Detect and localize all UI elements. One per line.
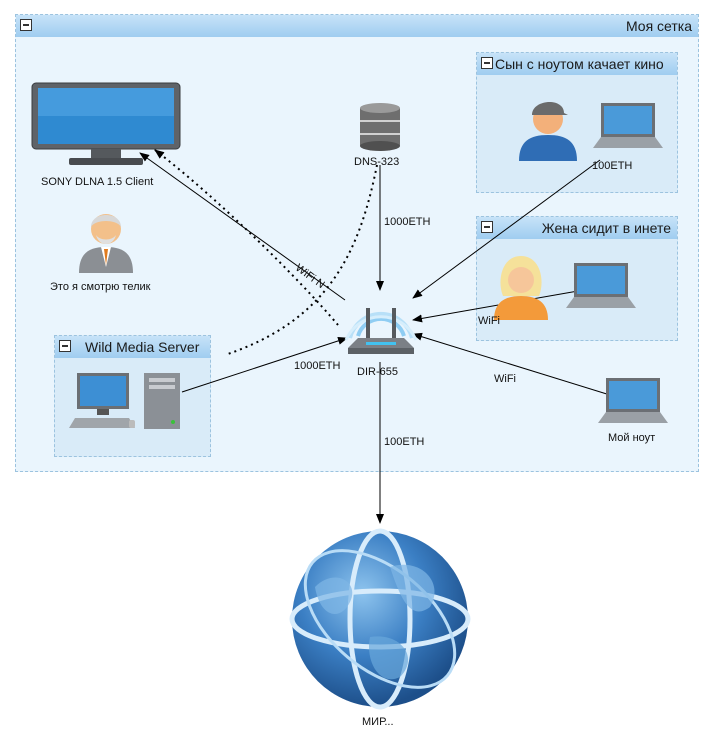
- collapse-toggle[interactable]: [59, 340, 71, 352]
- edge-label-son: 100ETH: [592, 160, 633, 172]
- edge-server-router: [181, 336, 348, 393]
- tv-label: SONY DLNA 1.5 Client: [41, 176, 154, 188]
- globe-icon[interactable]: [280, 527, 480, 712]
- edge-son-router: [412, 159, 601, 299]
- laptop-icon[interactable]: [593, 102, 663, 150]
- edge-router-tv: [139, 152, 346, 301]
- collapse-toggle[interactable]: [481, 57, 493, 69]
- edge-mylaptop-router: [412, 332, 611, 396]
- database-icon[interactable]: [359, 102, 401, 152]
- elderly-man-icon: [79, 214, 133, 273]
- edge-label-world: 100ETH: [384, 436, 425, 448]
- group-header: Жена сидит в инете: [477, 217, 677, 239]
- collapse-toggle[interactable]: [481, 221, 493, 233]
- edge-label-server: 1000ETH: [294, 360, 341, 372]
- edge-label-nas: 1000ETH: [384, 216, 431, 228]
- group-title-server: Wild Media Server: [85, 339, 200, 355]
- group-title-son: Сын с ноутом качает кино: [495, 56, 664, 72]
- nas-label: DNS-323: [354, 156, 400, 168]
- woman-blonde-icon: [494, 256, 548, 320]
- group-title-main: Моя сетка: [625, 18, 692, 34]
- server-tower-icon[interactable]: [143, 372, 181, 430]
- young-man-cap-icon: [519, 101, 577, 161]
- world-label: МИР...: [362, 716, 394, 728]
- group-header: Моя сетка: [16, 15, 698, 37]
- desktop-computer-icon[interactable]: [69, 372, 137, 430]
- laptop-icon[interactable]: [566, 262, 636, 310]
- router-icon[interactable]: [344, 290, 418, 362]
- tv-monitor-icon[interactable]: [31, 82, 181, 168]
- edge-label-wife: WiFi: [478, 315, 500, 327]
- me-label: Это я смотрю телик: [50, 281, 151, 293]
- group-title-wife: Жена сидит в инете: [541, 220, 671, 236]
- router-label: DIR-655: [357, 366, 398, 378]
- collapse-toggle[interactable]: [20, 19, 32, 31]
- edge-wife-router: [412, 290, 579, 323]
- group-header: Сын с ноутом качает кино: [477, 53, 677, 75]
- edge-label-my-laptop: WiFi: [494, 373, 516, 385]
- group-header: Wild Media Server: [55, 336, 210, 358]
- edge-dotted-tv: [154, 149, 339, 326]
- my-laptop-label: Мой ноут: [608, 432, 656, 444]
- laptop-icon[interactable]: [598, 377, 668, 425]
